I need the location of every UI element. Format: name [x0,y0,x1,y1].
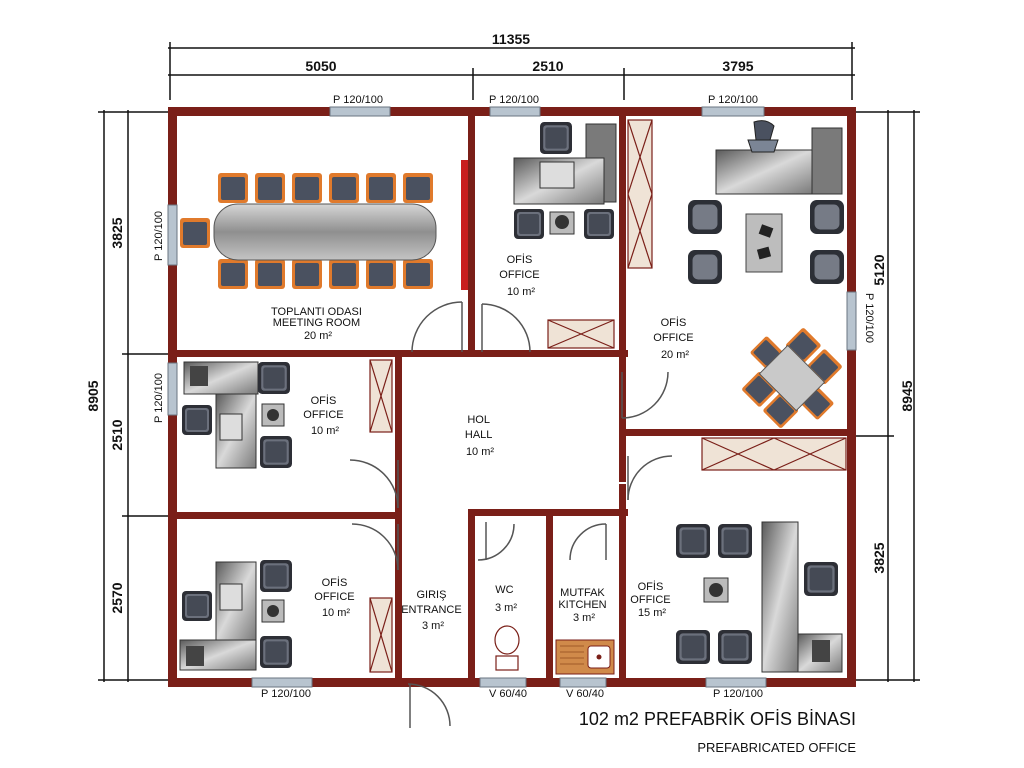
dim-left-seg-3: 2570 [109,582,125,613]
dimension-lines [98,42,920,682]
kitchen-area: 3 m² [573,612,595,624]
window-label-bottom-right: P 120/100 [713,688,763,700]
office-bottom-right-label-tr: OFİS [638,580,664,593]
meeting-room-label-tr: TOPLANTI ODASI [271,306,362,318]
office-mid-left-area: 10 m² [311,425,339,437]
office-mid-left-label-tr: OFİS [311,394,337,407]
cabinets [369,119,847,673]
window-openings [167,106,857,688]
window-label-left-meeting: P 120/100 [153,211,165,261]
office-top-mid-label-tr: OFİS [507,253,533,266]
dim-overall-width: 11355 [492,31,530,47]
doors [349,301,673,728]
wc-label: WC [495,584,513,596]
hall-area: 10 m² [466,446,494,458]
svg-text:WC 3 m²: WC 3 m² [495,584,517,614]
svg-text:TOPLANTI ODASI MEETING R: TOPLANTI ODASI MEETING ROOM 20 m² [271,306,365,342]
svg-text:OFİS OFFICE 10 m²: OFİS OFFICE 10 m² [499,253,542,298]
kitchen-label-tr: MUTFAK [560,587,605,599]
office-top-mid-label-en: OFFICE [499,269,539,281]
office-mid-left-label-en: OFFICE [303,409,343,421]
svg-text:OFİS OFFICE 15 m²: OFİS OFFICE 15 m² [630,580,673,619]
dim-left-seg-2: 2510 [109,419,125,450]
wc-area: 3 m² [495,602,517,614]
window-label-left-office: P 120/100 [153,373,165,423]
svg-text:OFİS OFFICE 10 m²: OFİS OFFICE 10 m² [303,394,346,437]
entrance-label-tr: GIRIŞ [416,589,446,601]
office-mid-left-furniture [182,361,292,469]
entrance-area: 3 m² [422,620,444,632]
svg-text:OFİS OFFICE 20 m²: OFİS OFFICE 20 m² [653,316,696,361]
dim-right-seg-1: 5120 [871,254,887,285]
hall-label-tr: HOL [467,414,490,426]
office-bottom-left-furniture [179,560,292,671]
office-top-mid-furniture [513,122,617,239]
window-label-right-office: P 120/100 [863,293,875,343]
office-top-right-furniture [688,120,844,429]
office-bottom-left-label-en: OFFICE [314,591,354,603]
dim-top-seg-1: 5050 [305,58,336,74]
svg-text:OFİS OFFICE 10 m²: OFİS OFFICE 10 m² [314,576,357,619]
entrance-label-en: ENTRANCE [401,604,462,616]
window-label-top-meeting: P 120/100 [333,94,383,106]
dim-right-overall: 8945 [899,380,915,411]
window-label-top-office: P 120/100 [489,94,539,106]
dim-right-seg-2: 3825 [871,542,887,573]
meeting-screen [461,160,468,290]
dim-top-seg-3: 3795 [722,58,753,74]
office-top-right-area: 20 m² [661,349,689,361]
office-bottom-right-area: 15 m² [638,607,666,619]
window-label-bottom-left: P 120/100 [261,688,311,700]
office-bottom-left-area: 10 m² [322,607,350,619]
kitchen-counter [555,639,615,675]
office-bottom-right-furniture [676,521,843,673]
svg-text:GIRIŞ ENTRANCE 3 m: GIRIŞ ENTRANCE 3 m² [401,589,465,632]
meeting-room-area: 20 m² [304,330,332,342]
office-top-mid-area: 10 m² [507,286,535,298]
kitchen-label-en: KITCHEN [558,599,606,611]
plan-title: 102 m2 PREFABRİK OFİS BİNASI [578,709,856,729]
wc-fixtures [494,625,520,671]
window-label-bottom-kitchen: V 60/40 [566,688,604,700]
window-label-top-office-right: P 120/100 [708,94,758,106]
office-bottom-right-label-en: OFFICE [630,594,670,606]
office-top-right-label-tr: OFİS [661,316,687,329]
office-bottom-left-label-tr: OFİS [322,576,348,589]
office-top-right-label-en: OFFICE [653,332,693,344]
svg-text:HOL HALL 10 m²: HOL HALL 10 m² [465,414,495,458]
plan-subtitle: PREFABRICATED OFFICE [697,740,856,755]
dim-left-overall: 8905 [85,380,101,411]
dim-top-seg-2: 2510 [532,58,563,74]
room-labels: TOPLANTI ODASI MEETING ROOM 20 m² OFİS O… [271,253,696,632]
meeting-room-furniture [180,173,437,289]
hall-label-en: HALL [465,429,492,441]
dim-left-seg-1: 3825 [109,217,125,248]
window-label-bottom-wc: V 60/40 [489,688,527,700]
svg-text:MUTFAK KITCHEN 3 m: MUTFAK KITCHEN 3 m² [558,587,609,624]
meeting-room-label-en: MEETING ROOM [273,317,360,329]
